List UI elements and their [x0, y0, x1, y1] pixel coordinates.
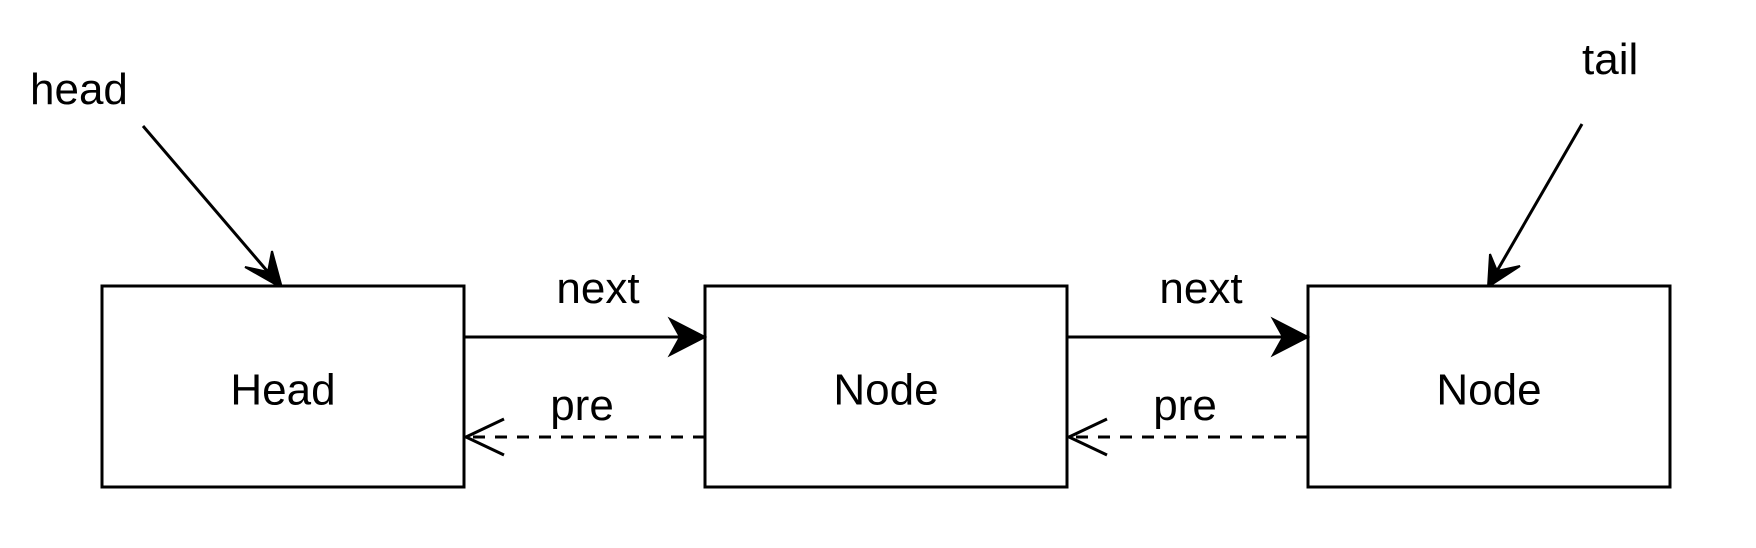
node-label: Node	[1436, 366, 1541, 415]
pre-label-2: pre	[1153, 381, 1217, 430]
next-arrow-1	[464, 316, 708, 358]
next-label-2: next	[1159, 264, 1242, 313]
head-pointer-label: head	[30, 65, 128, 114]
next-label-1: next	[556, 264, 639, 313]
tail-pointer-label: tail	[1582, 35, 1638, 84]
node-label: Node	[833, 366, 938, 415]
node-tail: Node	[1306, 284, 1672, 489]
node-label: Head	[230, 366, 335, 415]
pre-arrow-2	[1065, 417, 1308, 457]
node-head: Head	[100, 284, 466, 489]
tail-pointer-arrow	[1486, 123, 1584, 289]
next-arrow-2	[1067, 316, 1311, 358]
node-middle: Node	[703, 284, 1069, 489]
head-pointer-arrow	[141, 125, 284, 291]
pre-label-1: pre	[550, 381, 614, 430]
pre-arrow-1	[462, 417, 705, 457]
